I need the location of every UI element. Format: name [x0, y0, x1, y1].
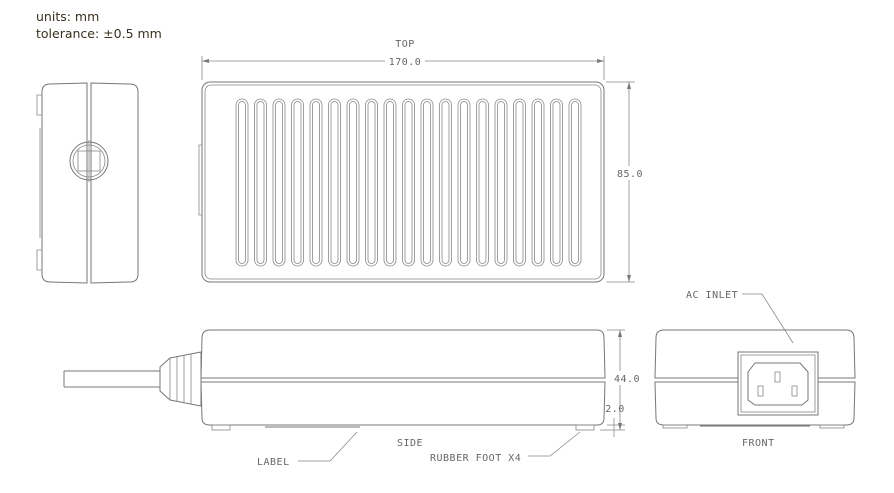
vent-slot [441, 101, 450, 264]
vent-slot [275, 101, 283, 264]
width-dimension: 85.0 [617, 169, 643, 180]
vent-slot [550, 98, 563, 267]
vent-slot [531, 98, 545, 267]
end-view [36, 82, 139, 284]
vent-slot [497, 101, 505, 264]
vent-slot [568, 98, 582, 267]
top-view-label: TOP [395, 39, 415, 50]
vent-slot [235, 98, 249, 267]
vent-slot [291, 98, 304, 267]
vent-slot [515, 101, 524, 264]
vent-slot [534, 101, 542, 264]
label-callout: LABEL [257, 457, 290, 468]
side-view-label: SIDE [397, 438, 423, 449]
vent-slot [571, 101, 579, 264]
vent-slot [460, 101, 468, 264]
height-dimension: 44.0 [614, 374, 640, 385]
vent-slot [272, 98, 286, 267]
vent-slot [346, 98, 360, 267]
units-note: units: mm [36, 9, 100, 24]
vent-slot [256, 101, 265, 264]
vent-slot [476, 98, 489, 267]
vent-slot [513, 98, 526, 267]
top-view: 170.0 TOP 85.0 [198, 39, 645, 283]
vent-slot [383, 98, 397, 267]
vent-slot [328, 98, 341, 267]
vent-slot [365, 98, 378, 267]
vent-slot [238, 101, 246, 264]
vent-slot [367, 101, 376, 264]
vent-slots [235, 98, 582, 267]
foot-height-dimension: 2.0 [605, 404, 625, 415]
vent-slot [478, 101, 487, 264]
tolerance-note: tolerance: ±0.5 mm [36, 26, 162, 41]
vent-slot [293, 101, 302, 264]
vent-slot [386, 101, 394, 264]
vent-slot [349, 101, 357, 264]
side-view: SIDE 44.0 2.0 LABEL RUBBER FOOT X4 [63, 329, 642, 468]
rubber-foot-callout: RUBBER FOOT X4 [430, 453, 521, 464]
vent-slot [457, 98, 471, 267]
ac-inlet-callout: AC INLET [686, 290, 738, 301]
ac-inlet-icon [737, 351, 819, 416]
vent-slot [402, 98, 415, 267]
front-view-label: FRONT [742, 438, 775, 449]
vent-slot [423, 101, 431, 264]
vent-slot [439, 98, 452, 267]
vent-slot [254, 98, 267, 267]
vent-slot [330, 101, 339, 264]
front-view: FRONT AC INLET [654, 290, 856, 449]
vent-slot [494, 98, 508, 267]
vent-slot [552, 101, 561, 264]
vent-slot [404, 101, 413, 264]
length-dimension: 170.0 [389, 57, 422, 68]
vent-slot [312, 101, 320, 264]
vent-slot [420, 98, 434, 267]
vent-slot [309, 98, 323, 267]
